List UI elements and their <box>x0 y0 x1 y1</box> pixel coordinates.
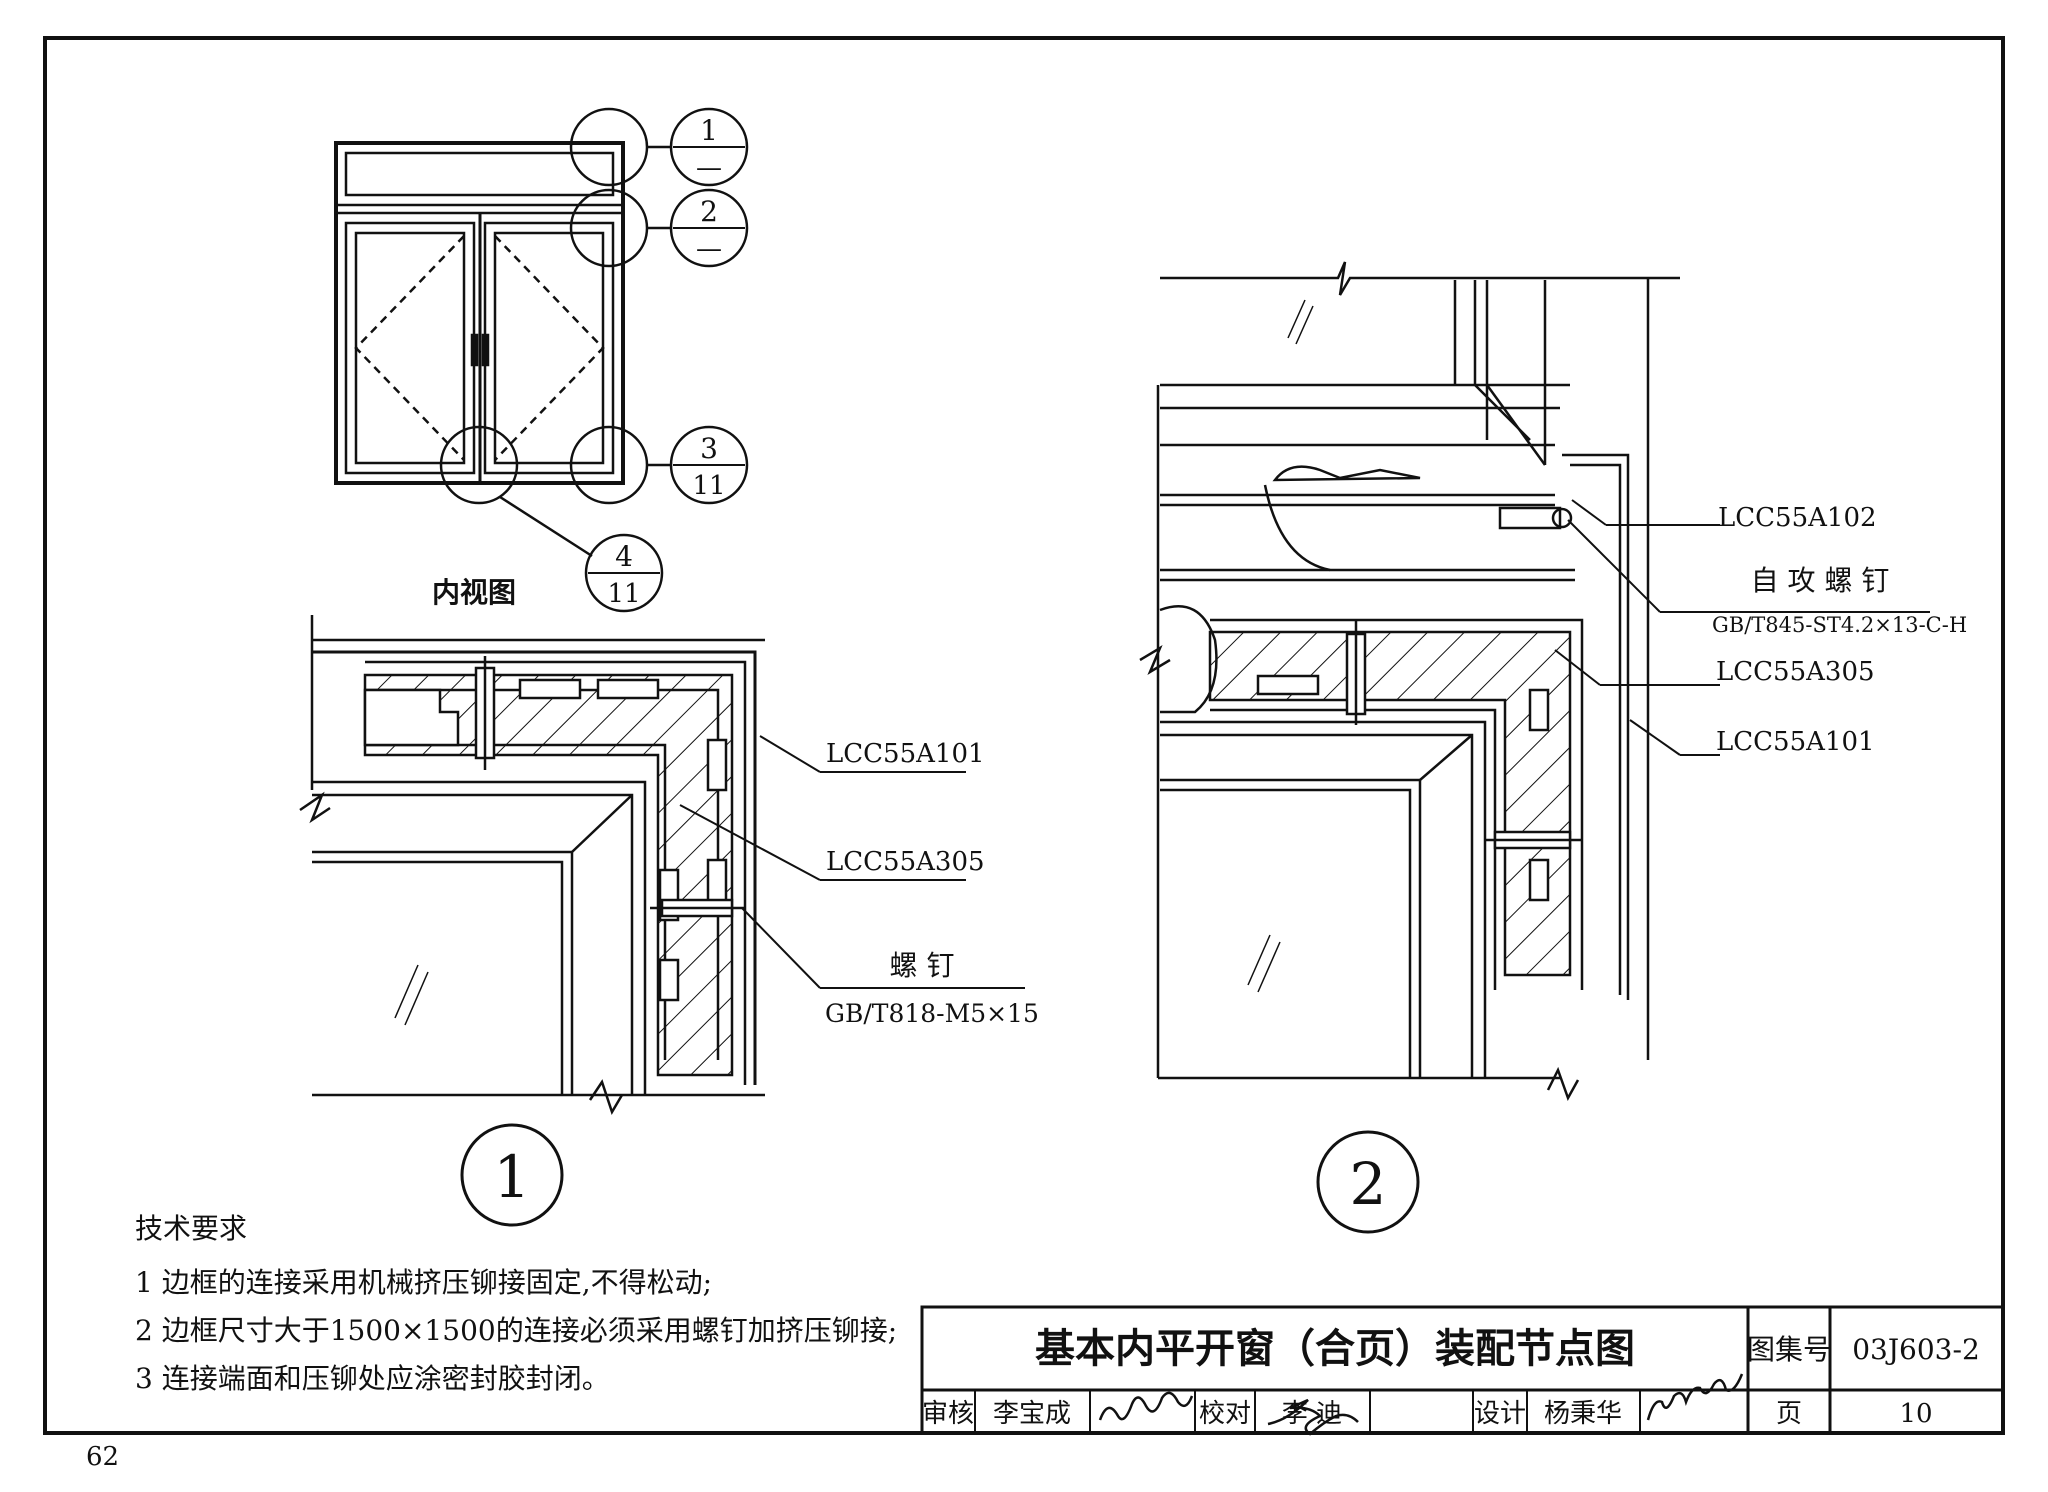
detail-2-drawing <box>1139 261 1930 1102</box>
note-item: 1 边框的连接采用机械挤压铆接固定,不得松动; <box>135 1266 713 1299</box>
detail-1-label-frame: LCC55A101 <box>826 739 985 769</box>
callout-1-top: 1 <box>700 114 718 147</box>
designer-signature <box>1646 1373 1744 1421</box>
atlas-number: 03J603-2 <box>1852 1333 1980 1366</box>
drawing-title: 基本内平开窗（合页）装配节点图 <box>1035 1325 1635 1372</box>
note-item: 2 边框尺寸大于1500×1500的连接必须采用螺钉加挤压铆接; <box>135 1314 898 1347</box>
detail-2-label-corner: LCC55A305 <box>1716 657 1875 687</box>
detail-1-number-circle: 1 <box>460 1123 564 1227</box>
callout-4-top: 4 <box>615 540 633 573</box>
callout-bubble-2: 2 — <box>669 188 749 268</box>
callout-2-top: 2 <box>700 195 718 228</box>
page-value: 10 <box>1899 1399 1932 1429</box>
note-item: 3 连接端面和压铆处应涂密封胶封闭。 <box>135 1362 610 1395</box>
callout-2-bottom: — <box>696 234 722 264</box>
sheet-page-number: 62 <box>86 1442 120 1472</box>
detail-2-label-screw-name: 自 攻 螺 钉 <box>1751 564 1890 597</box>
designer-name: 杨秉华 <box>1544 1399 1622 1429</box>
detail-1-label-corner: LCC55A305 <box>826 847 985 877</box>
view-label: 内视图 <box>432 576 516 609</box>
callout-3-top: 3 <box>700 432 718 465</box>
window-elevation <box>334 107 671 558</box>
checker-name: 李 迪 <box>1282 1399 1342 1429</box>
detail-1-label-screw-spec: GB/T818-M5×15 <box>825 999 1039 1028</box>
check-label: 校对 <box>1199 1399 1251 1429</box>
reviewer-signature <box>1098 1391 1194 1421</box>
detail-1-number: 1 <box>494 1143 531 1211</box>
detail-2-label-frame: LCC55A101 <box>1716 727 1875 757</box>
detail-2-label-sash: LCC55A102 <box>1718 503 1877 533</box>
callout-1-bottom: — <box>696 153 722 183</box>
technical-notes: 技术要求 1 边框的连接采用机械挤压铆接固定,不得松动; 2 边框尺寸大于150… <box>135 1205 897 1403</box>
atlas-label: 图集号 <box>1747 1333 1831 1366</box>
detail-2-number-circle: 2 <box>1316 1130 1420 1234</box>
callout-4-bottom: 11 <box>607 579 640 609</box>
detail-1-label-screw-name: 螺 钉 <box>890 949 955 982</box>
title-block <box>920 1305 2005 1436</box>
detail-1-drawing <box>299 615 1025 1116</box>
callout-bubble-3: 3 11 <box>669 425 749 505</box>
callout-bubble-4: 4 11 <box>584 533 664 613</box>
callout-bubble-1: 1 — <box>669 107 749 187</box>
notes-title: 技术要求 <box>135 1212 248 1245</box>
callout-3-bottom: 11 <box>692 471 725 501</box>
reviewer-name: 李宝成 <box>993 1399 1071 1429</box>
detail-2-number: 2 <box>1350 1150 1387 1218</box>
review-label: 审核 <box>922 1399 974 1429</box>
page-label: 页 <box>1776 1399 1802 1429</box>
checker-signature <box>1267 1398 1359 1436</box>
detail-2-label-screw-spec: GB/T845-ST4.2×13-C-H <box>1712 613 1967 637</box>
design-label: 设计 <box>1474 1399 1526 1429</box>
